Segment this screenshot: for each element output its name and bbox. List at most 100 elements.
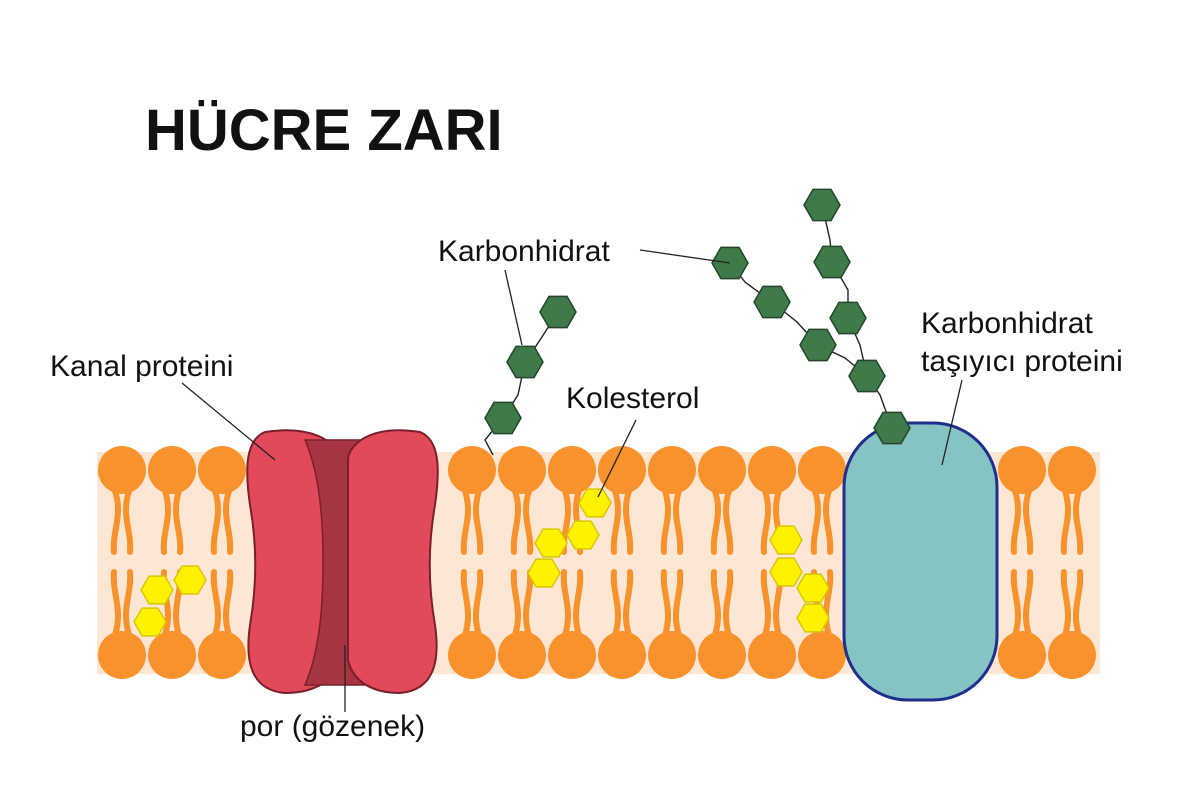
phospholipid-tail bbox=[1023, 485, 1034, 555]
phospholipid-tail bbox=[673, 569, 684, 641]
phospholipid-tail bbox=[210, 569, 221, 641]
carbohydrate-hexagon-icon bbox=[506, 345, 544, 379]
phospholipid-tail bbox=[760, 485, 771, 555]
phospholipid-head-icon bbox=[198, 446, 246, 494]
phospholipid-tail bbox=[473, 485, 484, 555]
label-carrier-protein-line2: taşıyıcı proteini bbox=[921, 345, 1123, 378]
cholesterol-icon bbox=[796, 573, 830, 603]
phospholipid-tail bbox=[523, 485, 534, 555]
cholesterol-icon bbox=[173, 565, 207, 595]
carbohydrate-chains bbox=[484, 188, 911, 456]
phospholipid-tail bbox=[610, 485, 621, 555]
phospholipid-tail bbox=[123, 485, 134, 555]
label-carrier-protein-line1: Karbonhidrat bbox=[921, 307, 1093, 340]
page-title: HÜCRE ZARI bbox=[145, 98, 503, 163]
cholesterol-icon bbox=[566, 520, 600, 550]
cholesterol-icon bbox=[527, 558, 561, 588]
leader-carrier-protein bbox=[941, 379, 963, 466]
phospholipid-tail bbox=[1023, 569, 1034, 641]
phospholipid-head-icon bbox=[998, 631, 1046, 679]
phospholipid-tail bbox=[810, 485, 821, 555]
cholesterol-molecules bbox=[133, 488, 830, 637]
phospholipid-tail bbox=[460, 569, 471, 641]
phospholipid-head-icon bbox=[498, 631, 546, 679]
carbohydrate-hexagon-icon bbox=[753, 285, 791, 319]
label-cholesterol: Kolesterol bbox=[566, 382, 699, 415]
carbohydrate-hexagon-icon bbox=[848, 359, 886, 393]
carbohydrate-chain-link bbox=[821, 204, 868, 377]
phospholipid-tail bbox=[110, 485, 121, 555]
phospholipid-tail bbox=[173, 485, 184, 555]
cholesterol-icon bbox=[140, 575, 174, 605]
phospholipid-head-icon bbox=[548, 631, 596, 679]
phospholipid-tail bbox=[823, 485, 834, 555]
phospholipid-head-icon bbox=[648, 446, 696, 494]
phospholipid-tail bbox=[460, 485, 471, 555]
carbohydrate-chain-link bbox=[484, 311, 559, 456]
carbohydrate-hexagon-icon bbox=[829, 301, 867, 335]
phospholipid-tail bbox=[760, 569, 771, 641]
carbohydrate-hexagon-icon bbox=[539, 295, 577, 329]
leader-carbohydrate-left bbox=[504, 269, 523, 346]
cholesterol-icon bbox=[133, 607, 167, 637]
phospholipid-tail bbox=[510, 485, 521, 555]
phospholipid-tail bbox=[573, 569, 584, 641]
phospholipid-tail bbox=[1010, 569, 1021, 641]
cholesterol-icon bbox=[769, 557, 803, 587]
phospholipid-head-icon bbox=[798, 631, 846, 679]
carbohydrate-hexagon-icon bbox=[799, 328, 837, 362]
phospholipid-head-icon bbox=[148, 631, 196, 679]
label-carbohydrate: Karbonhidrat bbox=[438, 235, 610, 268]
phospholipid-head-icon bbox=[1048, 446, 1096, 494]
label-channel-protein: Kanal proteini bbox=[50, 350, 233, 383]
phospholipid-tail bbox=[723, 485, 734, 555]
phospholipid-tail bbox=[660, 569, 671, 641]
phospholipid-tail bbox=[110, 569, 121, 641]
phospholipid-tail bbox=[1060, 569, 1071, 641]
phospholipid-tail bbox=[223, 485, 234, 555]
carbohydrate-hexagon-icon bbox=[484, 401, 522, 435]
leader-carbohydrate-right bbox=[639, 249, 731, 264]
phospholipid-tail bbox=[160, 485, 171, 555]
phospholipid-tail bbox=[510, 569, 521, 641]
phospholipid-tail bbox=[223, 569, 234, 641]
phospholipid-head-icon bbox=[98, 446, 146, 494]
label-pore: por (gözenek) bbox=[240, 710, 425, 743]
phospholipid-head-icon bbox=[498, 446, 546, 494]
cholesterol-icon bbox=[769, 525, 803, 555]
phospholipid-head-icon bbox=[748, 631, 796, 679]
phospholipid-head-icon bbox=[148, 446, 196, 494]
phospholipid-tail bbox=[610, 569, 621, 641]
phospholipid-head-icon bbox=[1048, 631, 1096, 679]
carbohydrate-hexagon-icon bbox=[803, 188, 841, 222]
phospholipid-head-icon bbox=[798, 446, 846, 494]
phospholipid-tail bbox=[1073, 569, 1084, 641]
phospholipid-head-icon bbox=[998, 446, 1046, 494]
phospholipid-tail bbox=[723, 569, 734, 641]
phospholipid-tail bbox=[1073, 485, 1084, 555]
phospholipid-heads bbox=[98, 446, 1096, 679]
phospholipid-head-icon bbox=[98, 631, 146, 679]
phospholipid-head-icon bbox=[698, 446, 746, 494]
channel-protein-right-subunit bbox=[347, 429, 439, 695]
phospholipid-tail bbox=[473, 569, 484, 641]
phospholipid-head-icon bbox=[448, 446, 496, 494]
carrier-protein bbox=[842, 421, 999, 702]
cholesterol-icon bbox=[796, 603, 830, 633]
phospholipid-head-icon bbox=[648, 631, 696, 679]
carbohydrate-hexagon-icon bbox=[813, 245, 851, 279]
phospholipid-head-icon bbox=[698, 631, 746, 679]
phospholipid-head-icon bbox=[548, 446, 596, 494]
phospholipid-tail bbox=[710, 569, 721, 641]
phospholipid-tail bbox=[123, 569, 134, 641]
phospholipid-tail bbox=[660, 485, 671, 555]
phospholipid-tail bbox=[823, 569, 834, 641]
phospholipid-head-icon bbox=[748, 446, 796, 494]
leader-cholesterol bbox=[597, 419, 637, 498]
phospholipid-tail bbox=[710, 485, 721, 555]
carbohydrate-hexagon-icon bbox=[873, 411, 911, 445]
cholesterol-icon bbox=[578, 488, 612, 518]
phospholipid-tails bbox=[110, 485, 1084, 641]
phospholipid-head-icon bbox=[448, 631, 496, 679]
